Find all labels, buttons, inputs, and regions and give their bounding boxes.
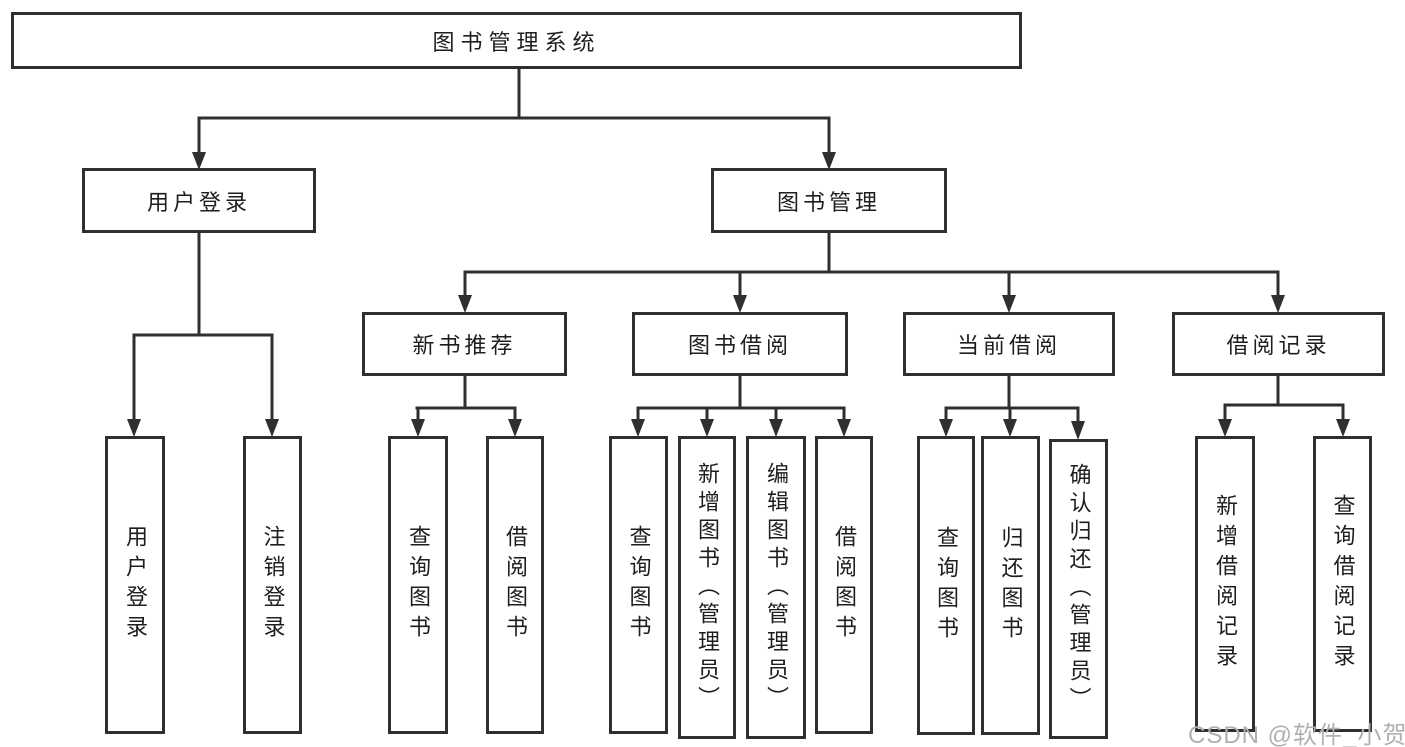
node-new-book-recommend-label: 新书推荐 xyxy=(412,333,517,358)
node-root-label: 图书管理系统 xyxy=(432,29,601,55)
node-user-login-label: 用户登录 xyxy=(146,189,251,215)
leaf-borrow-books-recommend-label: 借阅图书 xyxy=(503,525,528,645)
leaf-user-login-label: 用户登录 xyxy=(123,525,148,645)
leaf-add-borrow-record-label: 新增借阅记录 xyxy=(1213,494,1238,674)
leaf-return-books-label: 归还图书 xyxy=(998,525,1024,646)
leaf-search-books-borrowing: 查询图书 xyxy=(609,436,668,734)
leaf-borrow-books-borrowing-label: 借阅图书 xyxy=(832,525,857,645)
node-current-borrowing: 当前借阅 xyxy=(903,312,1115,376)
node-book-borrowing-label: 图书借阅 xyxy=(687,333,792,358)
leaf-confirm-return-admin-label: 确认归还（管理员） xyxy=(1066,463,1092,715)
leaf-add-borrow-record: 新增借阅记录 xyxy=(1195,436,1255,732)
leaf-search-borrow-record-label: 查询借阅记录 xyxy=(1330,494,1356,674)
node-borrowing-records-label: 借阅记录 xyxy=(1226,333,1331,358)
leaf-user-login: 用户登录 xyxy=(105,436,165,734)
node-borrowing-records: 借阅记录 xyxy=(1172,312,1385,376)
node-book-management: 图书管理 xyxy=(711,168,947,233)
leaf-add-book-admin-label: 新增图书（管理员） xyxy=(695,461,720,714)
leaf-search-books-current-label: 查询图书 xyxy=(934,525,959,646)
leaf-search-books-recommend: 查询图书 xyxy=(388,436,448,734)
leaf-search-books-recommend-label: 查询图书 xyxy=(406,525,431,645)
leaf-edit-book-admin-label: 编辑图书（管理员） xyxy=(764,461,789,714)
leaf-search-books-borrowing-label: 查询图书 xyxy=(626,525,652,645)
node-book-management-label: 图书管理 xyxy=(776,189,881,215)
leaf-search-books-current: 查询图书 xyxy=(917,436,975,735)
leaf-search-borrow-record: 查询借阅记录 xyxy=(1313,436,1372,732)
leaf-add-book-admin: 新增图书（管理员） xyxy=(678,436,736,739)
node-current-borrowing-label: 当前借阅 xyxy=(956,333,1061,358)
leaf-borrow-books-borrowing: 借阅图书 xyxy=(815,436,873,734)
leaf-confirm-return-admin: 确认归还（管理员） xyxy=(1049,439,1108,739)
node-new-book-recommend: 新书推荐 xyxy=(362,312,567,376)
node-user-login: 用户登录 xyxy=(82,168,316,233)
leaf-borrow-books-recommend: 借阅图书 xyxy=(486,436,544,734)
leaf-logout: 注销登录 xyxy=(243,436,302,734)
leaf-logout-label: 注销登录 xyxy=(260,525,286,645)
node-root: 图书管理系统 xyxy=(11,12,1022,69)
node-book-borrowing: 图书借阅 xyxy=(632,312,848,376)
leaf-edit-book-admin: 编辑图书（管理员） xyxy=(746,436,806,739)
csdn-watermark: CSDN @软件_小贺同学 xyxy=(1188,722,1405,747)
leaf-return-books: 归还图书 xyxy=(981,436,1040,735)
